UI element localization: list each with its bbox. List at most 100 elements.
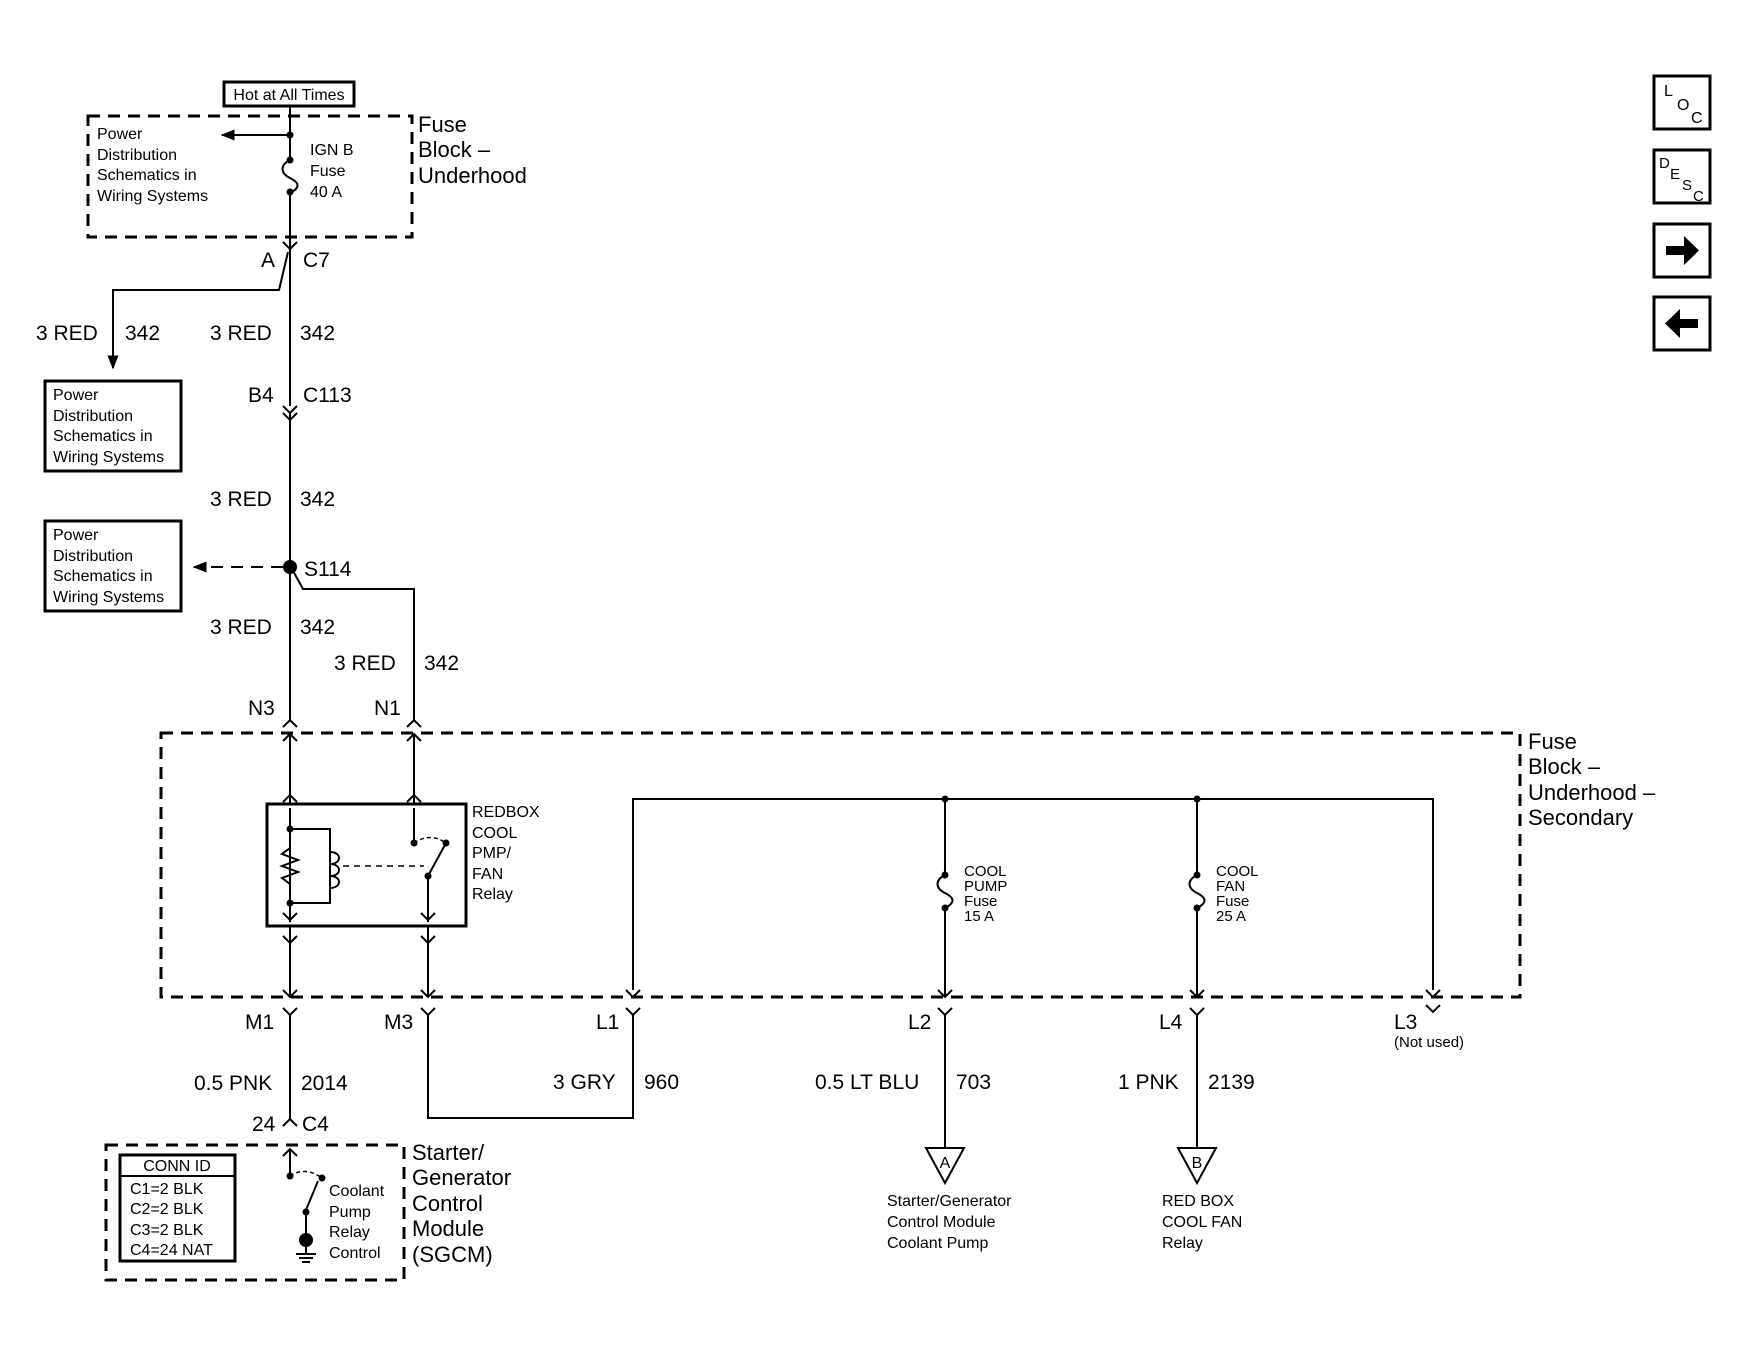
svg-text:0.5 PNK: 0.5 PNK <box>194 1072 272 1095</box>
svg-text:Control: Control <box>329 1245 381 1262</box>
desc-button[interactable]: D E S C <box>1652 148 1712 205</box>
svg-text:COOL FAN: COOL FAN <box>1162 1214 1242 1231</box>
svg-text:Relay: Relay <box>1162 1235 1203 1252</box>
svg-text:Fuse: Fuse <box>310 163 346 180</box>
svg-text:PUMP: PUMP <box>964 878 1007 895</box>
svg-text:Control: Control <box>412 1191 483 1216</box>
fuse-block-underhood-label: Fuse Block – Underhood <box>418 112 527 188</box>
connector-c113: C113 <box>303 384 352 407</box>
hot-at-all-times-label: Hot at All Times <box>222 80 356 108</box>
switch-label: Coolant Pump Relay Control <box>329 1183 385 1262</box>
svg-text:C3=2 BLK: C3=2 BLK <box>130 1222 204 1239</box>
svg-text:2014: 2014 <box>301 1072 348 1095</box>
connector-c4: C4 <box>302 1113 329 1136</box>
cool-fan-fuse-label: COOL FAN Fuse 25 A <box>1216 863 1259 925</box>
svg-text:RED BOX: RED BOX <box>1162 1193 1234 1210</box>
sgcm-module <box>104 1143 406 1282</box>
ign-b-fuse-label: IGN B Fuse 40 A <box>310 142 354 201</box>
svg-text:C: C <box>1691 110 1703 127</box>
svg-text:Starter/: Starter/ <box>412 1140 485 1165</box>
redbox-cool-pump-fan-relay <box>265 802 468 928</box>
svg-text:Module: Module <box>412 1216 484 1241</box>
svg-text:Distribution: Distribution <box>53 548 133 565</box>
svg-text:FAN: FAN <box>472 866 503 883</box>
svg-text:Power: Power <box>53 387 99 404</box>
svg-text:CONN ID: CONN ID <box>143 1158 211 1175</box>
svg-text:A: A <box>940 1155 951 1172</box>
svg-text:L4: L4 <box>1159 1011 1183 1034</box>
svg-text:2139: 2139 <box>1208 1071 1255 1094</box>
svg-text:L: L <box>1664 83 1673 100</box>
svg-text:IGN B: IGN B <box>310 142 354 159</box>
svg-text:L1: L1 <box>596 1011 619 1034</box>
cool-fan-fuse-symbol <box>1188 874 1206 909</box>
svg-text:Generator: Generator <box>412 1165 511 1190</box>
svg-text:Wiring Systems: Wiring Systems <box>53 449 164 466</box>
svg-text:Wiring Systems: Wiring Systems <box>53 589 164 606</box>
next-page-button[interactable] <box>1652 222 1712 279</box>
svg-text:342: 342 <box>424 652 459 675</box>
svg-text:3 RED: 3 RED <box>210 488 272 511</box>
svg-text:3 RED: 3 RED <box>210 616 272 639</box>
svg-text:Power: Power <box>97 126 143 143</box>
previous-page-button[interactable] <box>1652 295 1712 352</box>
splice-s114 <box>283 560 297 574</box>
left-arrow-icon <box>1665 309 1698 338</box>
wire-label-l2: 0.5 LT BLU 703 <box>815 1071 991 1094</box>
bottom-pin-labels: M1 M3 L1 L2 L4 L3 (Not used) <box>245 1011 1464 1051</box>
wire-label-l1: 3 GRY 960 <box>553 1071 679 1094</box>
fuse-block-underhood <box>86 114 414 239</box>
svg-text:342: 342 <box>125 322 160 345</box>
svg-text:40 A: 40 A <box>310 184 342 201</box>
svg-text:Distribution: Distribution <box>53 408 133 425</box>
wire-label-m1: 0.5 PNK 2014 <box>194 1072 348 1095</box>
svg-text:C4=24 NAT: C4=24 NAT <box>130 1242 213 1259</box>
svg-text:703: 703 <box>956 1071 991 1094</box>
wire-label-main-b: 3 RED 342 <box>210 488 335 511</box>
svg-text:Hot at All Times: Hot at All Times <box>233 87 344 104</box>
connector-c7-pin: A <box>261 249 275 272</box>
svg-text:COOL: COOL <box>964 863 1007 880</box>
svg-text:M1: M1 <box>245 1011 274 1034</box>
svg-text:FAN: FAN <box>1216 878 1245 895</box>
svg-text:Secondary: Secondary <box>1528 805 1633 830</box>
svg-text:342: 342 <box>300 616 335 639</box>
wire-label-main-c: 3 RED 342 <box>210 616 335 639</box>
connector-c113-pin: B4 <box>248 384 274 407</box>
pin-n3: N3 <box>248 697 275 720</box>
svg-text:Relay: Relay <box>329 1224 370 1241</box>
svg-text:Fuse: Fuse <box>1216 893 1249 910</box>
svg-text:(Not used): (Not used) <box>1394 1034 1464 1051</box>
svg-text:Starter/Generator: Starter/Generator <box>887 1193 1012 1210</box>
svg-text:C1=2 BLK: C1=2 BLK <box>130 1181 204 1198</box>
svg-text:0.5 LT BLU: 0.5 LT BLU <box>815 1071 919 1094</box>
svg-text:(SGCM): (SGCM) <box>412 1242 493 1267</box>
svg-text:Coolant Pump: Coolant Pump <box>887 1235 988 1252</box>
offpage-connector-b: B <box>1176 1147 1218 1186</box>
svg-text:COOL: COOL <box>472 825 517 842</box>
svg-text:Control Module: Control Module <box>887 1214 996 1231</box>
loc-button[interactable]: L O C <box>1652 74 1712 131</box>
svg-text:Coolant: Coolant <box>329 1183 385 1200</box>
svg-text:3 RED: 3 RED <box>36 322 98 345</box>
svg-text:S: S <box>1682 177 1692 194</box>
cool-pump-fuse-symbol <box>936 874 954 909</box>
connector-c4-pin: 24 <box>252 1113 276 1136</box>
power-distribution-reference-box: Power Distribution Schematics in Wiring … <box>43 519 183 613</box>
offpage-connector-a: A <box>924 1147 966 1186</box>
svg-text:960: 960 <box>644 1071 679 1094</box>
svg-text:Underhood: Underhood <box>418 163 527 188</box>
offpage-a-label: Starter/Generator Control Module Coolant… <box>887 1193 1012 1252</box>
svg-text:REDBOX: REDBOX <box>472 804 540 821</box>
svg-text:Block –: Block – <box>1528 754 1601 779</box>
svg-text:342: 342 <box>300 322 335 345</box>
connector-c7: C7 <box>303 249 330 272</box>
svg-text:25 A: 25 A <box>1216 908 1246 925</box>
fuse-block-secondary-label: Fuse Block – Underhood – Secondary <box>1528 729 1656 830</box>
splice-s114-label: S114 <box>304 558 352 581</box>
svg-text:Schematics in: Schematics in <box>53 568 153 585</box>
svg-text:Relay: Relay <box>472 886 513 903</box>
svg-text:15 A: 15 A <box>964 908 994 925</box>
offpage-b-label: RED BOX COOL FAN Relay <box>1162 1193 1242 1252</box>
svg-text:C: C <box>1693 188 1704 205</box>
